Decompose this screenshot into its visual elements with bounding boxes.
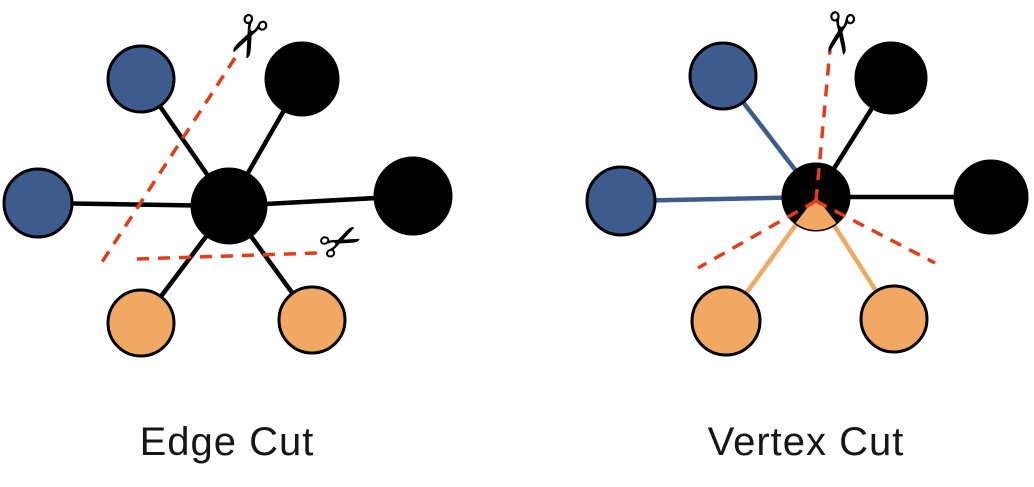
vertex-cut-node-top-left bbox=[688, 41, 758, 111]
vertex-cut-graph: ✂ bbox=[585, 4, 1029, 357]
vertex-cut-cut-line-1 bbox=[814, 49, 832, 202]
edge-cut-node-left bbox=[2, 167, 74, 239]
vertex-cut-caption: Vertex Cut bbox=[707, 420, 905, 464]
edge-cut-node-top-right bbox=[264, 41, 340, 117]
vertex-cut-scissors-icon-1: ✂ bbox=[802, 4, 874, 61]
edge-cut-cut-line-2 bbox=[136, 251, 319, 261]
vertex-cut-node-right bbox=[953, 159, 1029, 235]
edge-cut-scissors-icon-2: ✂ bbox=[310, 207, 372, 277]
edge-cut-node-bottom-left bbox=[106, 288, 176, 358]
vertex-cut-cut-line-2 bbox=[697, 199, 817, 270]
vertex-cut-node-bottom-right bbox=[859, 284, 929, 354]
vertex-cut-node-top-right bbox=[854, 41, 928, 115]
vertex-cut-cut-line-3 bbox=[815, 199, 936, 265]
edge-cut-graph: ✂✂ bbox=[2, 1, 453, 358]
edge-cut-caption: Edge Cut bbox=[139, 420, 315, 464]
edge-cut-node-center bbox=[190, 167, 268, 245]
vertex-cut-node-left bbox=[585, 165, 657, 237]
edge-cut-node-bottom-right bbox=[277, 285, 347, 355]
edge-cut-node-right bbox=[373, 156, 453, 236]
vertex-cut-node-bottom-left bbox=[690, 285, 762, 357]
edge-cut-node-top-left bbox=[106, 44, 176, 114]
vertex-cut-center-wedge bbox=[795, 197, 837, 230]
